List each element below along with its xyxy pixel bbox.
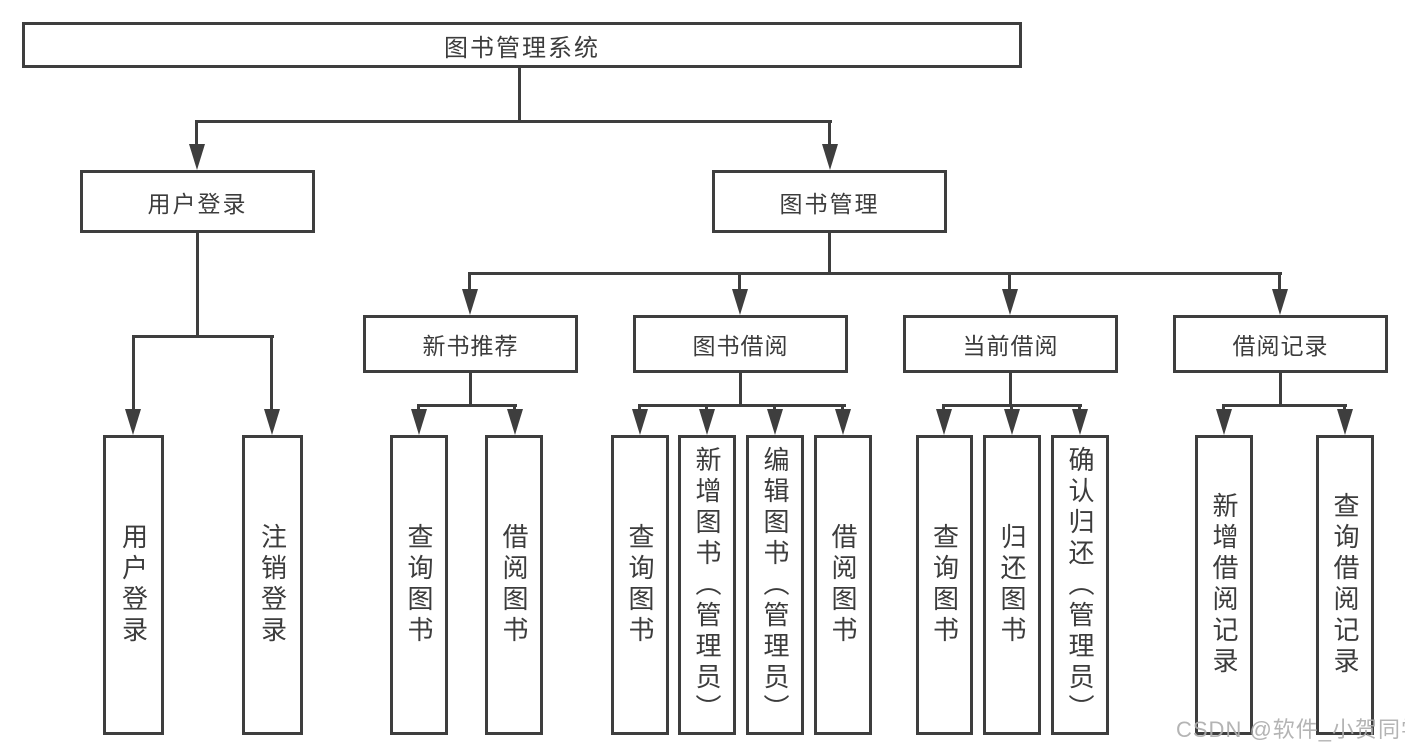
connector-leaf-stem: [773, 404, 776, 412]
connector-leaf-stem: [1010, 404, 1013, 412]
leaf-label: 查询借阅记录: [1330, 492, 1360, 678]
leaf-label: 查询图书: [929, 523, 960, 647]
leaf-label: 确认归还（管理员）: [1065, 445, 1095, 725]
arrow-down-icon: [767, 409, 783, 435]
node-label: 当前借阅: [962, 333, 1059, 359]
node-label: 图书管理: [779, 190, 880, 217]
arrow-down-icon: [1272, 289, 1288, 315]
leaf-borrow-books-borrowing: 借阅图书: [814, 435, 872, 735]
node-borrowing-records: 借阅记录: [1173, 315, 1388, 373]
connector-l3d-bar: [1222, 404, 1347, 407]
node-library-management-system: 图书管理系统: [22, 22, 1022, 68]
arrow-down-icon: [835, 409, 851, 435]
leaf-user-login: 用户登录: [103, 435, 164, 735]
leaf-borrow-books-recommend: 借阅图书: [485, 435, 543, 735]
leaf-edit-books-admin: 编辑图书（管理员）: [746, 435, 804, 735]
node-label: 用户登录: [147, 190, 248, 217]
node-label: 图书借阅: [692, 333, 789, 359]
connector-leaf-stem: [942, 404, 945, 412]
connector-l3b-down: [739, 373, 742, 404]
arrow-down-icon: [507, 409, 523, 435]
arrow-down-icon: [264, 409, 280, 435]
connector-leaf-stem: [132, 335, 135, 411]
connector-l3c-down: [1009, 373, 1012, 404]
leaf-search-books-recommend: 查询图书: [390, 435, 448, 735]
connector-l3d-down: [1279, 373, 1282, 404]
node-book-borrowing: 图书借阅: [633, 315, 848, 373]
leaf-search-books-current: 查询图书: [916, 435, 973, 735]
arrow-down-icon: [462, 289, 478, 315]
leaf-search-books-borrowing: 查询图书: [611, 435, 669, 735]
node-label: 借阅记录: [1232, 333, 1329, 359]
arrow-down-icon: [936, 409, 952, 435]
connector-user-login-bar: [132, 335, 274, 338]
connector-leaf-stem: [638, 404, 641, 412]
arrow-down-icon: [632, 409, 648, 435]
leaf-label: 用户登录: [118, 523, 149, 647]
csdn-watermark: CSDN @软件_小贺同学: [1176, 717, 1405, 742]
connector-book-mgmt-down: [828, 233, 831, 274]
connector-leaf-stem: [1078, 404, 1081, 412]
arrow-down-icon: [822, 144, 838, 170]
connector-user-login-down: [196, 233, 199, 335]
leaf-label: 借阅图书: [499, 523, 529, 647]
leaf-label: 借阅图书: [828, 523, 858, 647]
leaf-label: 新增借阅记录: [1209, 492, 1239, 678]
connector-l3a-bar: [417, 404, 517, 407]
leaf-label: 查询图书: [625, 523, 655, 647]
connector-leaf-stem: [1222, 404, 1225, 412]
arrow-down-icon: [1002, 289, 1018, 315]
connector-leaf-stem: [270, 335, 273, 411]
node-label: 图书管理系统: [444, 34, 600, 62]
connector-l3a-down: [469, 373, 472, 404]
leaf-label: 新增图书（管理员）: [692, 445, 722, 725]
leaf-logout-login: 注销登录: [242, 435, 303, 735]
arrow-down-icon: [1072, 409, 1088, 435]
leaf-label: 查询图书: [404, 523, 434, 647]
connector-l3-stem: [1278, 272, 1281, 292]
connector-user-login-stem: [195, 120, 198, 146]
node-current-borrowing: 当前借阅: [903, 315, 1118, 373]
connector-l3-stem: [738, 272, 741, 292]
arrow-down-icon: [1216, 409, 1232, 435]
node-book-management: 图书管理: [712, 170, 947, 233]
arrow-down-icon: [699, 409, 715, 435]
connector-level1-bar: [195, 120, 832, 123]
connector-l3-stem: [1008, 272, 1011, 292]
node-user-login: 用户登录: [80, 170, 315, 233]
connector-leaf-stem: [417, 404, 420, 412]
arrow-down-icon: [732, 289, 748, 315]
leaf-label: 编辑图书（管理员）: [760, 445, 790, 725]
leaf-add-books-admin: 新增图书（管理员）: [678, 435, 736, 735]
leaf-label: 归还图书: [997, 523, 1027, 647]
connector-l3-stem: [468, 272, 471, 292]
leaf-search-borrow-record: 查询借阅记录: [1316, 435, 1374, 735]
leaf-add-borrow-record: 新增借阅记录: [1195, 435, 1253, 735]
arrow-down-icon: [1337, 409, 1353, 435]
arrow-down-icon: [125, 409, 141, 435]
connector-level3-bar: [468, 272, 1282, 275]
connector-leaf-stem: [513, 404, 516, 412]
connector-leaf-stem: [841, 404, 844, 412]
arrow-down-icon: [189, 144, 205, 170]
connector-l3b-bar: [638, 404, 846, 407]
leaf-return-books: 归还图书: [983, 435, 1041, 735]
leaf-label: 注销登录: [257, 523, 288, 647]
connector-leaf-stem: [705, 404, 708, 412]
node-label: 新书推荐: [422, 333, 519, 359]
arrow-down-icon: [411, 409, 427, 435]
connector-root-stem: [518, 68, 521, 120]
leaf-confirm-return-admin: 确认归还（管理员）: [1051, 435, 1109, 735]
connector-book-mgmt-stem: [828, 120, 831, 146]
node-new-book-recommend: 新书推荐: [363, 315, 578, 373]
arrow-down-icon: [1004, 409, 1020, 435]
connector-leaf-stem: [1343, 404, 1346, 412]
